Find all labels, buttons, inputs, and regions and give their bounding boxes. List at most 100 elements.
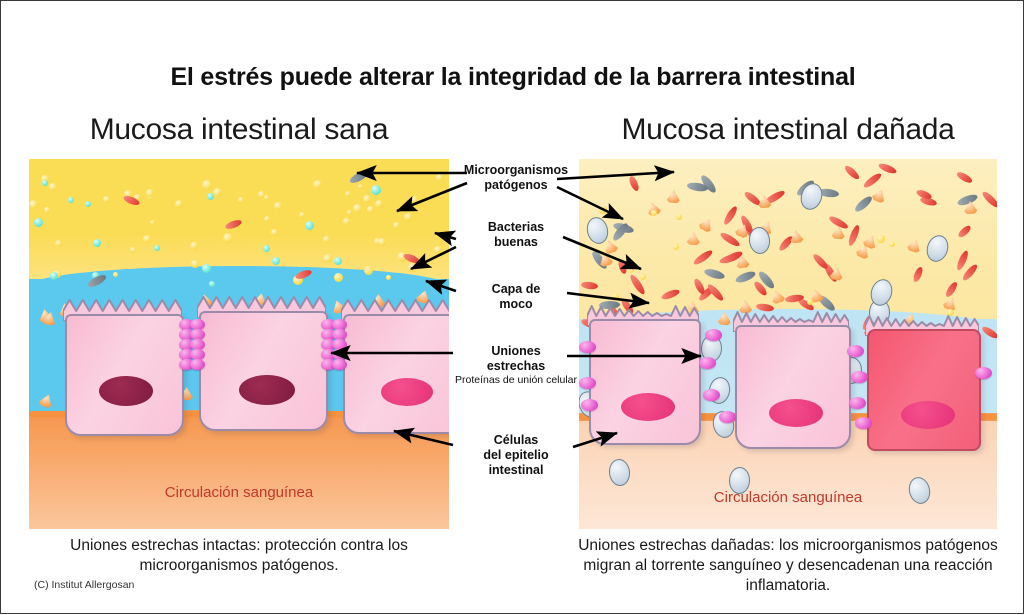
loose-tight-junction-bead xyxy=(579,341,596,353)
page-title: El estrés puede alterar la integridad de… xyxy=(170,63,856,91)
good-bacteria-dot xyxy=(42,180,48,186)
good-bacteria-dot xyxy=(353,204,362,213)
good-bacteria-dot xyxy=(323,236,330,243)
good-bacteria-dot xyxy=(640,274,646,280)
good-bacteria-dot xyxy=(323,254,332,263)
cell-body xyxy=(199,311,328,431)
good-bacteria-dot xyxy=(347,210,352,215)
cell-nucleus xyxy=(381,378,433,406)
good-bacteria-dot xyxy=(207,193,214,200)
good-bacteria-dot xyxy=(807,299,813,305)
tight-junction-bead-row xyxy=(321,329,347,340)
tight-junction-bead-row xyxy=(321,319,347,330)
good-bacteria-dot xyxy=(223,233,233,243)
good-bacteria-dot xyxy=(34,218,43,227)
tight-junction xyxy=(179,319,205,370)
good-bacteria-dot xyxy=(367,206,374,213)
cell-body xyxy=(65,314,184,436)
loose-tight-junction-bead xyxy=(975,367,992,379)
tight-junction-bead xyxy=(332,329,347,340)
tight-junction-bead-row xyxy=(179,359,205,370)
tight-junction-bead xyxy=(332,339,347,350)
good-bacteria-dot xyxy=(258,191,265,198)
good-bacteria-dot xyxy=(673,244,679,250)
good-bacteria-dot xyxy=(50,272,58,280)
copyright-notice: (C) Institut Allergosan xyxy=(34,579,135,591)
tight-junction-bead-row xyxy=(179,339,205,350)
cell-body xyxy=(867,329,981,451)
tight-junction-bead-row xyxy=(179,319,205,330)
tight-junction-bead xyxy=(190,349,205,360)
tight-junction-bead xyxy=(179,349,194,360)
loose-tight-junction-bead xyxy=(849,397,866,409)
tight-junction-bead xyxy=(321,349,336,360)
cell-nucleus xyxy=(99,376,153,406)
good-bacteria-dot xyxy=(41,175,49,183)
good-bacteria-dot xyxy=(434,246,442,254)
good-bacteria-dot xyxy=(85,201,91,207)
cell-nucleus xyxy=(901,401,955,429)
loose-tight-junction-bead xyxy=(703,389,720,401)
tight-junction-bead xyxy=(332,359,347,370)
good-bacteria-dot xyxy=(274,202,282,210)
good-bacteria-dot xyxy=(92,272,99,279)
good-bacteria-dot xyxy=(364,266,373,275)
tight-junction-bead xyxy=(179,359,194,370)
tight-junction-bead xyxy=(321,359,336,370)
good-bacteria-dot xyxy=(334,273,343,282)
loose-tight-junction-bead xyxy=(851,371,868,383)
good-bacteria-dot xyxy=(651,210,657,216)
good-bacteria-dot xyxy=(947,309,954,316)
label-epithelial-cells: Células del epitelio intestinal xyxy=(483,433,549,477)
good-bacteria-dot xyxy=(190,242,198,250)
good-bacteria-dot xyxy=(305,221,314,230)
healthy-mucosa-illustration: Circulación sanguínea xyxy=(29,159,449,529)
good-bacteria-dot xyxy=(345,191,351,197)
good-bacteria-dot xyxy=(411,196,418,203)
loose-tight-junction-bead xyxy=(855,417,872,429)
good-bacteria-dot xyxy=(343,218,350,225)
good-bacteria-dot xyxy=(29,200,38,209)
tight-junction-bead xyxy=(321,329,336,340)
cell-body xyxy=(589,319,701,445)
good-bacteria-dot xyxy=(293,275,303,285)
tight-junction-bead xyxy=(190,339,205,350)
good-bacteria-dot xyxy=(143,235,151,243)
cell-nucleus xyxy=(769,399,823,427)
good-bacteria-dot xyxy=(263,245,270,252)
tight-junction-bead xyxy=(179,329,194,340)
healthy-caption: Uniones estrechas intactas: protección c… xyxy=(70,537,408,574)
good-bacteria-dot xyxy=(397,252,407,262)
epithelial-cell xyxy=(340,299,449,434)
healthy-panel-heading: Mucosa intestinal sana xyxy=(89,113,389,146)
good-bacteria-dot xyxy=(213,188,222,197)
epithelial-cell xyxy=(62,299,184,436)
tight-junction-bead xyxy=(321,339,336,350)
good-bacteria-dot xyxy=(386,275,391,280)
tight-junction-bead-row xyxy=(179,349,205,360)
good-bacteria-dot xyxy=(134,194,141,201)
tight-junction-bead xyxy=(332,319,347,330)
cell-nucleus xyxy=(239,375,295,405)
good-bacteria-dot xyxy=(191,260,199,268)
good-bacteria-dot xyxy=(124,190,132,198)
good-bacteria-dot xyxy=(130,247,136,253)
good-bacteria-dot xyxy=(889,241,895,247)
good-bacteria-dot xyxy=(404,213,412,221)
damaged-mucosa-illustration: Circulación sanguínea xyxy=(579,159,997,529)
good-bacteria-dot xyxy=(272,257,280,265)
loose-tight-junction-bead xyxy=(847,345,864,357)
cell-body xyxy=(735,325,851,449)
good-bacteria-dot xyxy=(44,207,50,213)
healthy-blood-label: Circulación sanguínea xyxy=(164,484,314,501)
tight-junction-bead xyxy=(179,319,194,330)
good-bacteria-dot xyxy=(55,240,62,247)
good-bacteria-dot xyxy=(371,185,381,195)
damaged-panel-heading: Mucosa intestinal dañada xyxy=(621,113,955,146)
loose-tight-junction-bead xyxy=(579,377,596,389)
good-bacteria-dot xyxy=(877,235,885,243)
good-bacteria-dot xyxy=(264,216,270,222)
good-bacteria-dot xyxy=(264,195,269,200)
loose-tight-junction-bead xyxy=(581,399,598,411)
cell-nucleus xyxy=(621,393,675,421)
